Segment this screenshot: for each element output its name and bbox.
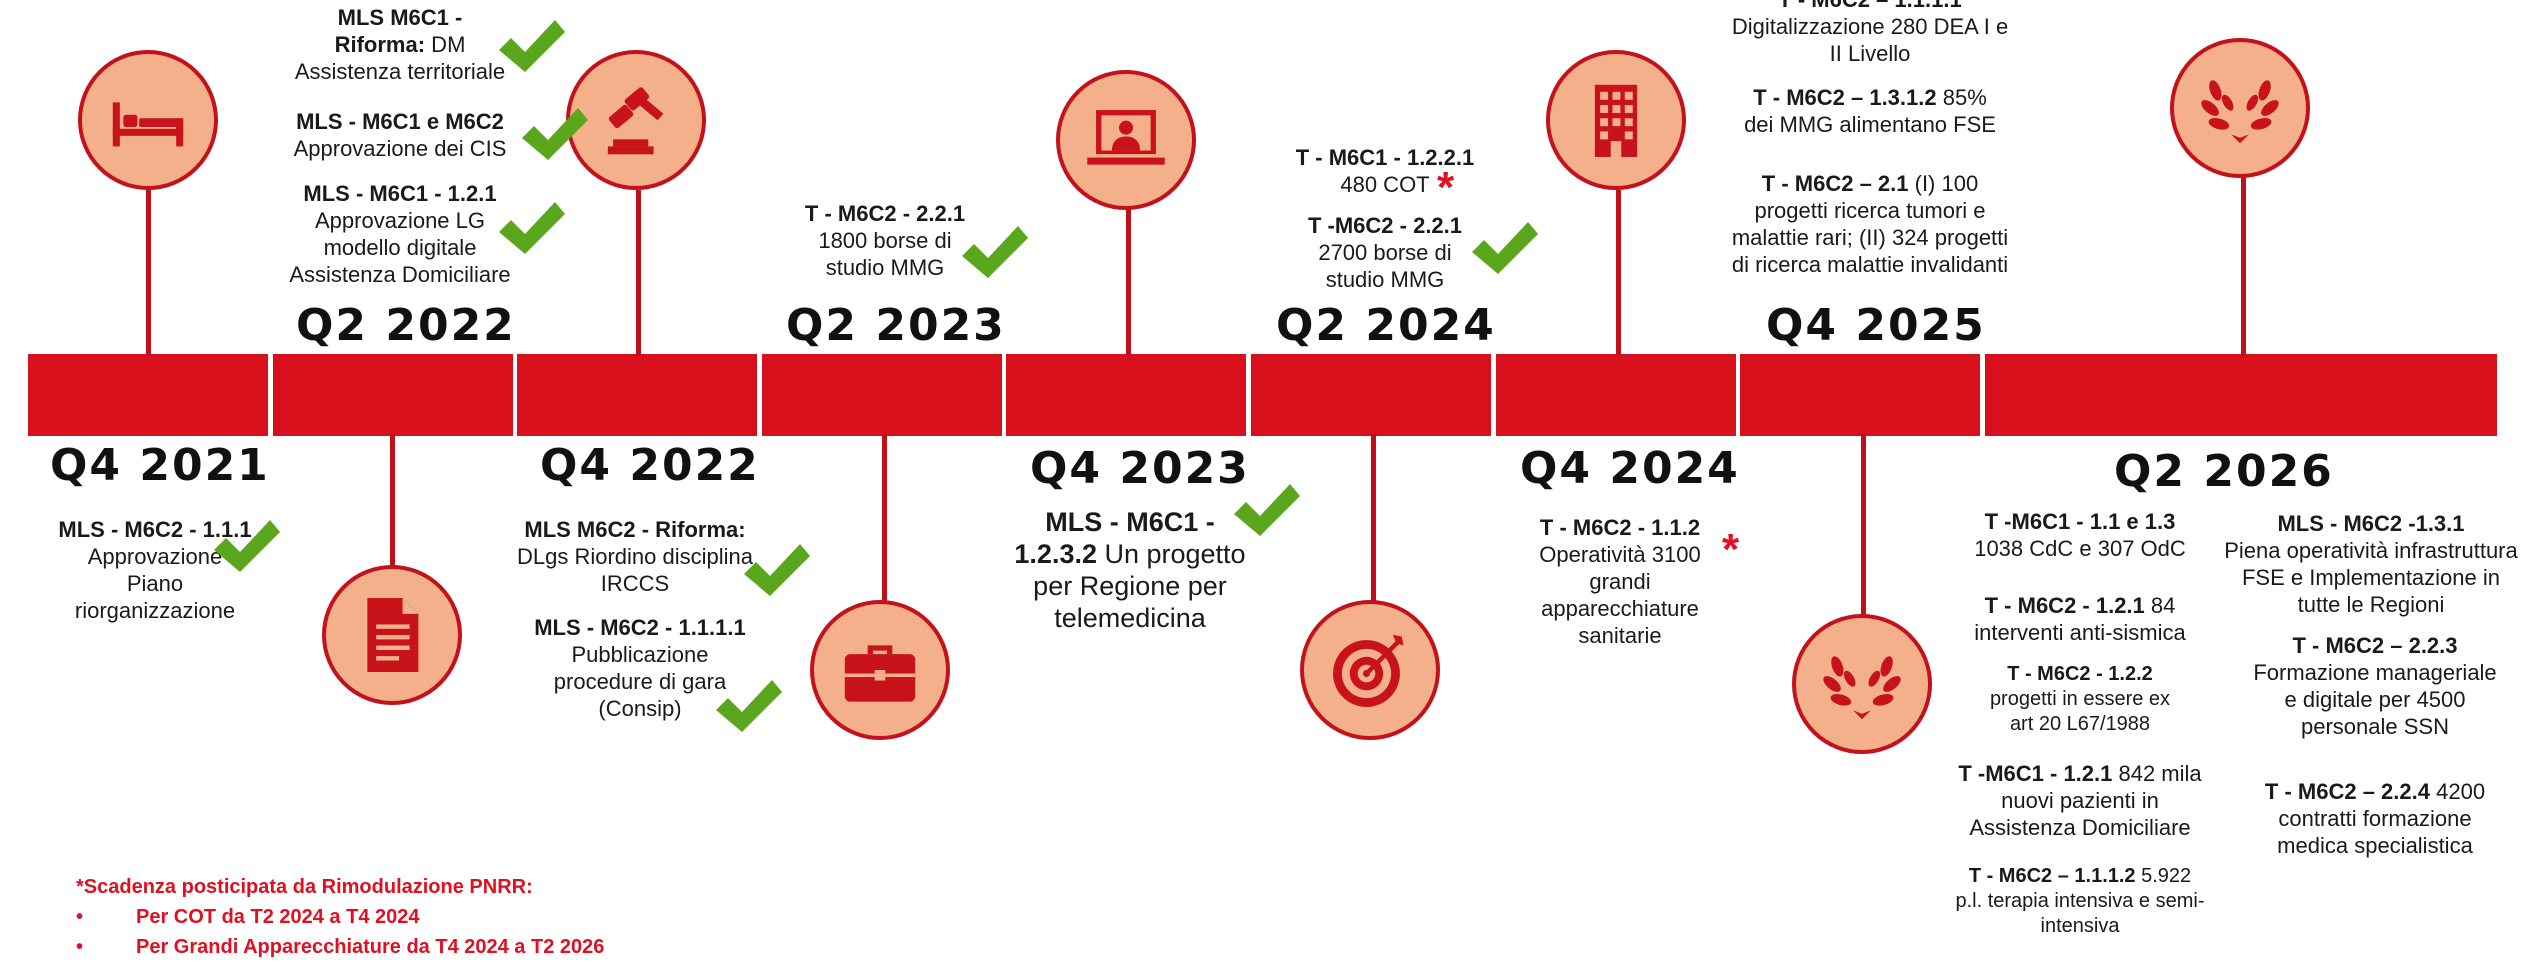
- stem: [636, 190, 641, 356]
- quarter-label: Q4 2024: [1520, 443, 1740, 494]
- quarter-label: Q4 2021: [50, 440, 270, 491]
- milestone-q2-2026-art20: T - M6C2 - 1.2.2 progetti in essere ex a…: [1989, 663, 2171, 735]
- milestone-q2-2026-fse: MLS - M6C2 -1.3.1 Piena operatività infr…: [2224, 511, 2518, 617]
- stem: [882, 434, 887, 606]
- milestone-q2-2023: T - M6C2 - 2.2.1 1800 borse di studio MM…: [804, 201, 966, 280]
- laurel-wreath-icon: [2170, 38, 2310, 178]
- quarter-label: Q2 2022: [296, 300, 516, 351]
- postponed-asterisk: *: [1437, 163, 1455, 212]
- check-icon: [1472, 222, 1538, 274]
- stem: [1861, 434, 1866, 620]
- milestone-q2-2024-borse: T -M6C2 - 2.2.1 2700 borse di studio MMG: [1307, 213, 1463, 292]
- milestone-q4-2022-consip: MLS - M6C2 - 1.1.1.1 Pubblicazione proce…: [534, 615, 746, 721]
- milestone-q2-2022-cis: MLS - M6C1 e M6C2 Approvazione dei CIS: [293, 109, 507, 161]
- document-icon: [322, 565, 462, 705]
- postponement-note: *Scadenza posticipata da Rimodulazione P…: [76, 872, 604, 962]
- stem: [1126, 170, 1131, 356]
- note-item: •Per COT da T2 2024 a T4 2024: [76, 906, 420, 928]
- target-icon: [1300, 600, 1440, 740]
- stem: [2241, 170, 2246, 356]
- quarter-label: Q2 2024: [1276, 300, 1496, 351]
- stem: [390, 434, 395, 616]
- milestone-q2-2026-contratti: T - M6C2 – 2.2.4 4200 contratti formazio…: [2264, 779, 2486, 858]
- quarter-label: Q4 2022: [540, 440, 760, 491]
- timeline-segment: [1740, 354, 1980, 436]
- timeline-segment: [273, 354, 513, 436]
- quarter-label: Q2 2023: [786, 300, 1006, 351]
- milestone-q2-2022-dm: MLS M6C1 - Riforma: DM Assistenza territ…: [294, 5, 506, 84]
- milestone-q4-2025-ricerca: T - M6C2 – 2.1 (I) 100 progetti ricerca …: [1731, 171, 2009, 277]
- milestone-q2-2024-cot: T - M6C1 - 1.2.2.1 480 COT: [1295, 145, 1475, 197]
- briefcase-icon: [810, 600, 950, 740]
- check-icon: [962, 226, 1028, 278]
- milestone-q2-2026-adi: T -M6C1 - 1.2.1 842 mila nuovi pazienti …: [1958, 761, 2202, 840]
- milestone-q4-2025-fse: T - M6C2 – 1.3.1.2 85% dei MMG alimentan…: [1744, 85, 1996, 137]
- check-icon: [214, 520, 280, 572]
- hospital-building-icon: [1546, 50, 1686, 190]
- milestone-q4-2021: MLS - M6C2 - 1.1.1 Approvazione Piano ri…: [58, 517, 252, 623]
- note-title: *Scadenza posticipata da Rimodulazione P…: [76, 876, 533, 898]
- timeline-segment: [1251, 354, 1491, 436]
- check-icon: [499, 202, 565, 254]
- milestone-q2-2026-antisismica: T - M6C2 - 1.2.1 84 interventi anti-sism…: [1974, 593, 2186, 645]
- note-item: •Per Grandi Apparecchiature da T4 2024 a…: [76, 936, 605, 958]
- stem: [1371, 434, 1376, 610]
- check-icon: [499, 20, 565, 72]
- postponed-asterisk: *: [1722, 525, 1740, 574]
- milestone-q2-2026-terapia-intensiva: T - M6C2 – 1.1.1.2 5.922 p.l. terapia in…: [1955, 865, 2205, 937]
- stem: [1616, 190, 1621, 356]
- check-icon: [522, 108, 588, 160]
- timeline-segment: [1496, 354, 1736, 436]
- milestone-q2-2026-cdc: T -M6C1 - 1.1 e 1.3 1038 CdC e 307 OdC: [1974, 509, 2186, 561]
- check-icon: [1234, 484, 1300, 536]
- timeline-segment: [517, 354, 757, 436]
- timeline-segment: [762, 354, 1002, 436]
- stem: [146, 170, 151, 356]
- check-icon: [716, 680, 782, 732]
- quarter-label: Q4 2023: [1030, 443, 1250, 494]
- milestone-q4-2022-irccs: MLS M6C2 - Riforma: DLgs Riordino discip…: [516, 517, 753, 596]
- milestone-q4-2023: MLS - M6C1 - 1.2.3.2 Un progetto per Reg…: [1014, 507, 1246, 633]
- doctor-laptop-icon: [1056, 70, 1196, 210]
- laurel-wreath-icon: [1792, 614, 1932, 754]
- milestone-q4-2024: T - M6C2 - 1.1.2 Operatività 3100 grandi…: [1539, 515, 1701, 648]
- timeline-segment: [1985, 354, 2497, 436]
- timeline-segment: [28, 354, 268, 436]
- quarter-label: Q2 2026: [2114, 446, 2334, 497]
- milestone-q4-2025-dea: T - M6C2 – 1.1.1.1 Digitalizzazione 280 …: [1731, 0, 2009, 66]
- milestone-q2-2022-lg: MLS - M6C1 - 1.2.1 Approvazione LG model…: [289, 181, 511, 287]
- milestone-q2-2026-formazione: T - M6C2 – 2.2.3 Formazione manageriale …: [2253, 633, 2497, 739]
- bed-icon: [78, 50, 218, 190]
- quarter-label: Q4 2025: [1766, 300, 1986, 351]
- timeline-segment: [1006, 354, 1246, 436]
- check-icon: [744, 544, 810, 596]
